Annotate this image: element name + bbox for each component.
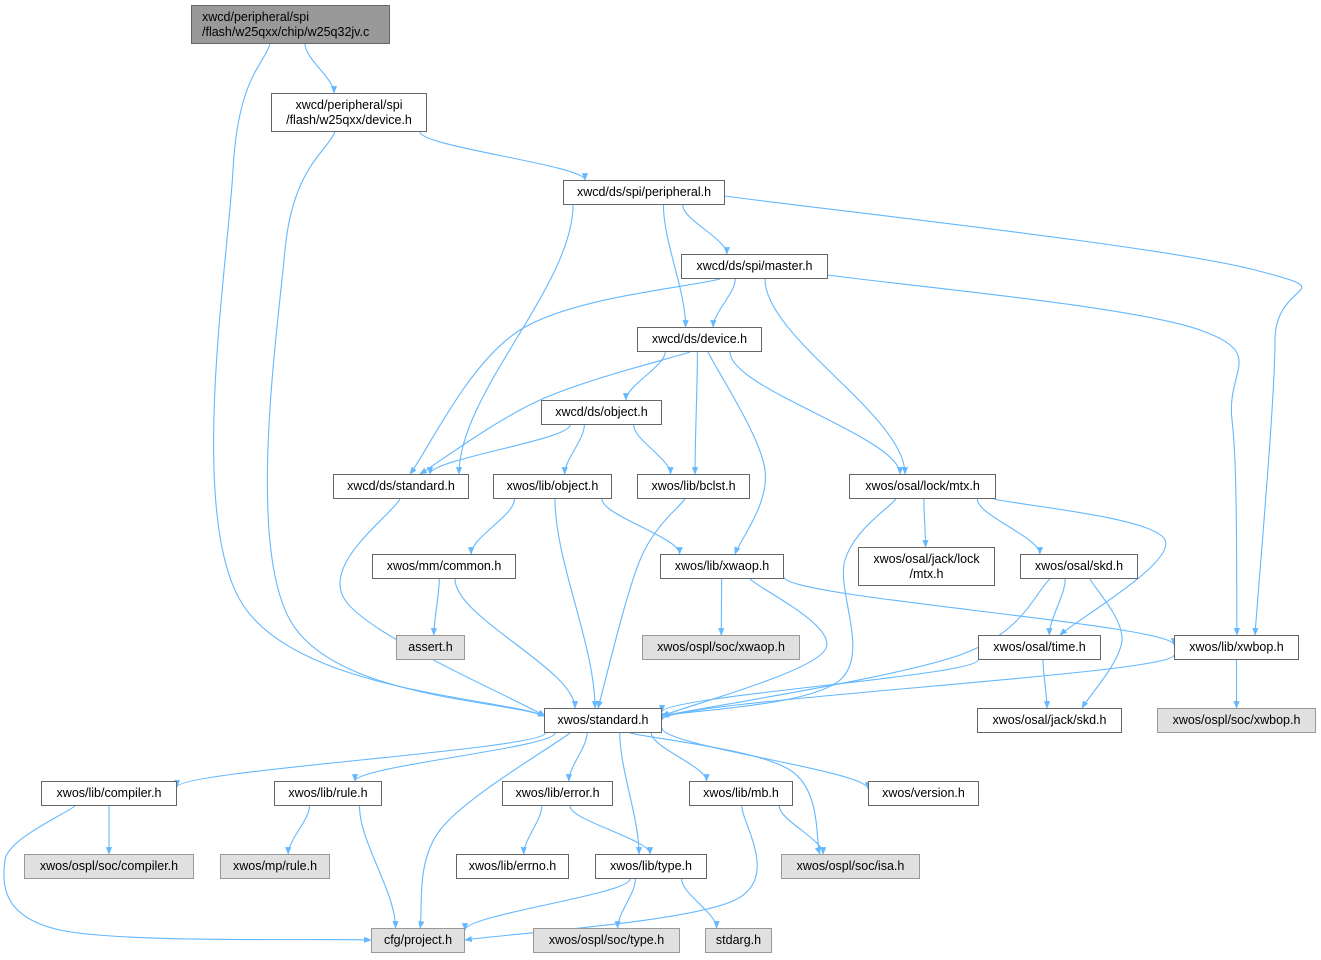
edge-19-to-31 xyxy=(629,732,821,855)
edge-1-to-2 xyxy=(304,43,338,94)
graph-node-xwcd-peripheral-spi-flash-w25qxx-device-h[interactable]: xwcd/peripheral/spi /flash/w25qxx/device… xyxy=(271,93,427,132)
graph-node-xwos-osal-skd-h[interactable]: xwos/osal/skd.h xyxy=(1020,554,1138,579)
edge-19-to-24 xyxy=(565,732,588,782)
edge-9-to-19 xyxy=(596,498,686,709)
edge-10-to-14 xyxy=(976,498,1043,555)
edge-14-to-17 xyxy=(1046,578,1066,636)
edge-4-to-5 xyxy=(710,278,736,328)
graph-node-xwos-version-h[interactable]: xwos/version.h xyxy=(868,781,979,806)
graph-node-xwos-lib-rule-h[interactable]: xwos/lib/rule.h xyxy=(274,781,382,806)
graph-node-xwcd-ds-spi-master-h[interactable]: xwcd/ds/spi/master.h xyxy=(681,254,828,279)
edge-8-to-12 xyxy=(601,498,683,555)
graph-node-xwos-osal-jack-lock-mtx-h[interactable]: xwos/osal/jack/lock /mtx.h xyxy=(858,547,995,586)
edge-18-to-19 xyxy=(659,654,1175,721)
edge-24-to-29 xyxy=(520,805,543,855)
edge-3-to-5 xyxy=(662,204,689,328)
graph-node-xwos-osal-time-h[interactable]: xwos/osal/time.h xyxy=(978,635,1101,660)
edge-10-to-13 xyxy=(922,498,929,548)
graph-node-xwos-ospl-soc-isa-h: xwos/ospl/soc/isa.h xyxy=(781,854,920,879)
edge-5-to-9 xyxy=(691,351,699,475)
graph-node-xwcd-ds-object-h[interactable]: xwcd/ds/object.h xyxy=(541,400,662,425)
edge-4-to-10 xyxy=(764,278,909,475)
edge-1-to-19 xyxy=(213,43,546,717)
graph-node-xwos-lib-errno-h[interactable]: xwos/lib/errno.h xyxy=(456,854,569,879)
edge-5-to-6 xyxy=(622,351,666,401)
graph-node-xwos-lib-xwaop-h[interactable]: xwos/lib/xwaop.h xyxy=(660,554,784,579)
edge-6-to-9 xyxy=(633,424,674,475)
graph-node-xwos-mm-common-h[interactable]: xwos/mm/common.h xyxy=(372,554,516,579)
graph-node-xwos-osal-lock-mtx-h[interactable]: xwos/osal/lock/mtx.h xyxy=(849,474,996,499)
edge-12-to-18 xyxy=(783,576,1177,646)
edge-10-to-19 xyxy=(661,498,897,718)
edge-23-to-28 xyxy=(285,805,310,855)
graph-node-xwos-lib-object-h[interactable]: xwos/lib/object.h xyxy=(493,474,612,499)
edge-11-to-19 xyxy=(454,578,579,709)
edge-24-to-30 xyxy=(569,805,654,855)
edge-12-to-19 xyxy=(661,578,828,717)
edge-14-to-20 xyxy=(1081,578,1123,709)
edge-30-to-32 xyxy=(461,878,631,931)
edge-10-to-17 xyxy=(993,498,1167,636)
edge-7-to-19 xyxy=(339,498,546,717)
graph-node-xwcd-ds-spi-peripheral-h[interactable]: xwcd/ds/spi/peripheral.h xyxy=(563,180,725,205)
edge-4-to-18 xyxy=(827,274,1240,636)
graph-node-xwos-lib-xwbop-h[interactable]: xwos/lib/xwbop.h xyxy=(1174,635,1299,660)
edge-3-to-7 xyxy=(455,204,574,475)
graph-node-xwos-standard-h[interactable]: xwos/standard.h xyxy=(544,708,662,733)
edge-19-to-26 xyxy=(661,727,872,790)
graph-node-xwcd-peripheral-spi-flash-w25qxx-chip-w25q32jv-c[interactable]: xwcd/peripheral/spi /flash/w25qxx/chip/w… xyxy=(191,5,390,44)
edge-8-to-11 xyxy=(468,498,516,555)
edge-19-to-30 xyxy=(619,732,643,855)
edge-30-to-34 xyxy=(681,878,720,929)
graph-node-cfg-project-h: cfg/project.h xyxy=(371,928,465,953)
graph-node-xwos-lib-mb-h[interactable]: xwos/lib/mb.h xyxy=(689,781,793,806)
edge-14-to-19 xyxy=(661,578,1051,718)
edge-30-to-33 xyxy=(614,878,636,929)
edge-3-to-18 xyxy=(724,195,1303,636)
graph-node-xwcd-ds-device-h[interactable]: xwcd/ds/device.h xyxy=(637,327,762,352)
graph-node-xwos-lib-error-h[interactable]: xwos/lib/error.h xyxy=(502,781,613,806)
graph-node-xwos-ospl-soc-xwaop-h: xwos/ospl/soc/xwaop.h xyxy=(642,635,800,660)
graph-node-stdarg-h: stdarg.h xyxy=(705,928,772,953)
edge-6-to-8 xyxy=(561,424,585,475)
edge-2-to-3 xyxy=(419,131,589,181)
edge-17-to-19 xyxy=(659,659,979,713)
edge-5-to-7 xyxy=(419,351,691,475)
edge-19-to-32 xyxy=(418,732,571,929)
edge-25-to-31 xyxy=(778,805,827,855)
edge-25-to-32 xyxy=(464,805,758,943)
graph-node-xwcd-ds-standard-h[interactable]: xwcd/ds/standard.h xyxy=(333,474,469,499)
graph-node-assert-h: assert.h xyxy=(396,635,465,660)
edge-23-to-32 xyxy=(358,805,399,929)
edge-3-to-4 xyxy=(682,204,730,255)
edge-17-to-20 xyxy=(1042,659,1051,709)
edge-6-to-7 xyxy=(426,424,571,475)
graph-node-xwos-lib-bclst-h[interactable]: xwos/lib/bclst.h xyxy=(637,474,750,499)
edge-5-to-10 xyxy=(729,351,904,475)
graph-node-xwos-ospl-soc-xwbop-h: xwos/ospl/soc/xwbop.h xyxy=(1157,708,1316,733)
graph-node-xwos-ospl-soc-type-h: xwos/ospl/soc/type.h xyxy=(533,928,680,953)
edge-19-to-25 xyxy=(650,732,710,782)
graph-node-xwos-osal-jack-skd-h[interactable]: xwos/osal/jack/skd.h xyxy=(977,708,1122,733)
edge-11-to-15 xyxy=(430,578,440,636)
graph-node-xwos-lib-type-h[interactable]: xwos/lib/type.h xyxy=(595,854,707,879)
graph-node-xwos-ospl-soc-compiler-h: xwos/ospl/soc/compiler.h xyxy=(24,854,194,879)
edge-2-to-19 xyxy=(266,131,546,717)
edge-5-to-12 xyxy=(707,351,766,555)
edge-22-to-32 xyxy=(3,805,372,943)
graph-node-xwos-lib-compiler-h[interactable]: xwos/lib/compiler.h xyxy=(41,781,177,806)
edge-8-to-19 xyxy=(554,498,599,709)
edge-19-to-22 xyxy=(174,732,546,788)
graph-node-xwos-mp-rule-h: xwos/mp/rule.h xyxy=(220,854,330,879)
edge-4-to-7 xyxy=(409,278,721,475)
edge-19-to-23 xyxy=(352,732,556,782)
